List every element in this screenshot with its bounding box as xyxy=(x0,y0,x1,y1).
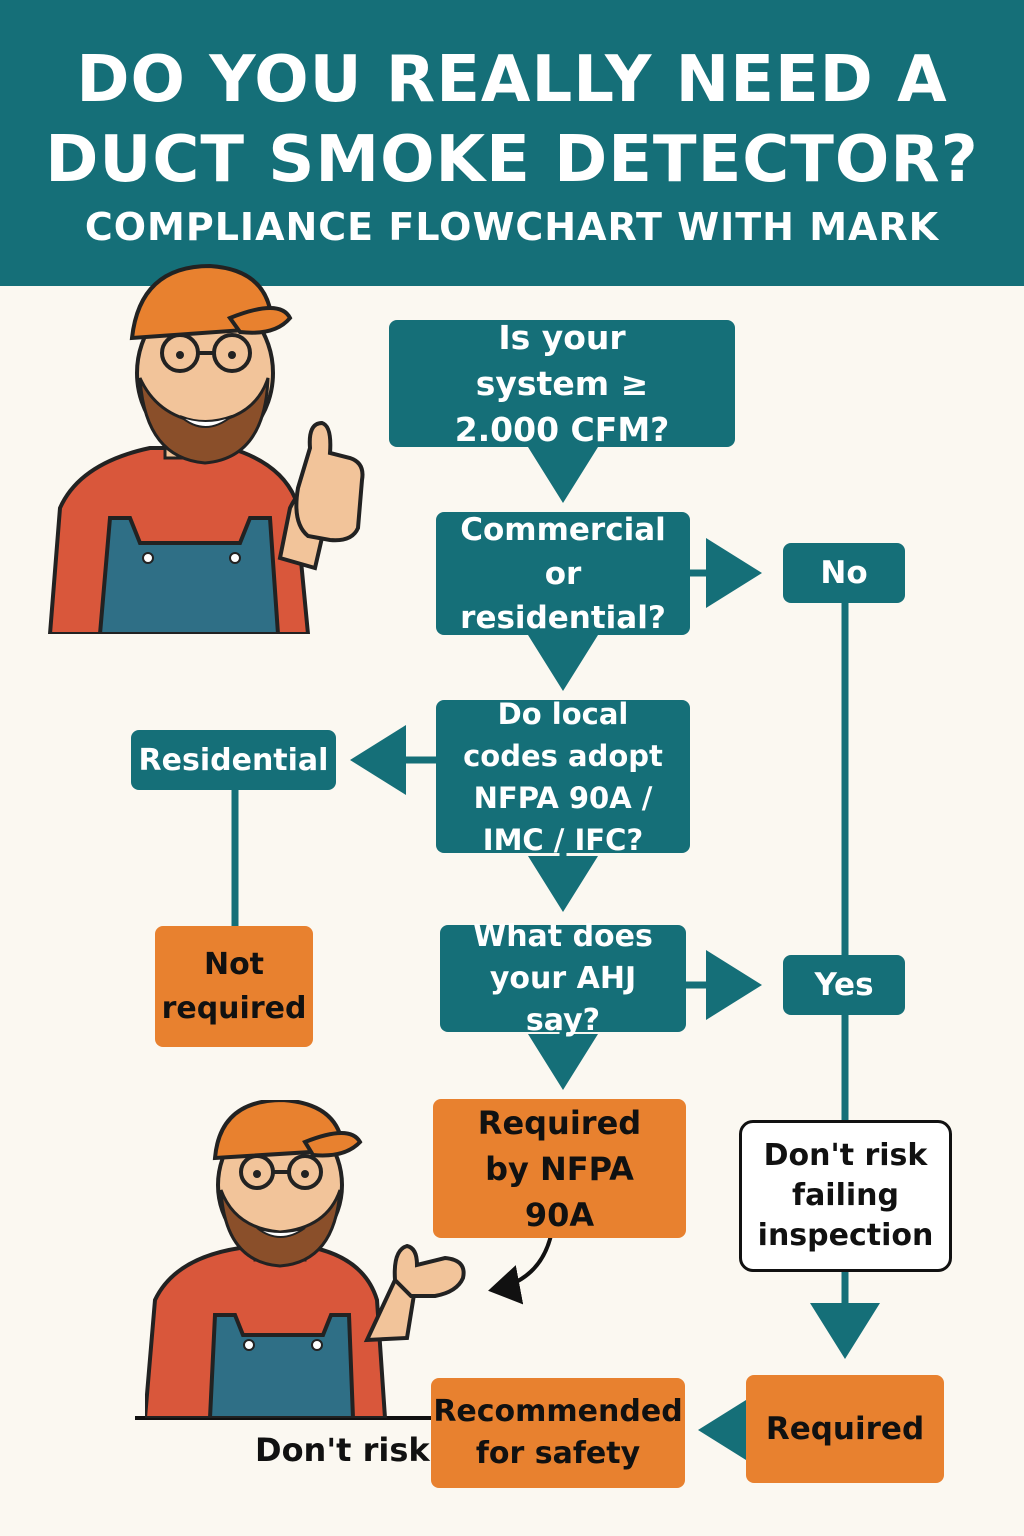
page-title-line1: DO YOU REALLY NEED A xyxy=(76,43,948,117)
page-subtitle: COMPLIANCE FLOWCHART WITH MARK xyxy=(84,205,940,249)
residential-box: Residential xyxy=(131,730,336,790)
no-box: No xyxy=(783,543,905,603)
dont-risk-caption: Don't risk xyxy=(255,1431,430,1469)
question-codes-box: Do local codes adopt NFPA 90A / IMC / IF… xyxy=(436,697,690,857)
mark-pointing-illustration xyxy=(145,1100,466,1418)
header-banner xyxy=(0,0,1024,286)
not-required-box: Not required xyxy=(155,926,313,1047)
question-cfm-box: Is your system ≥ 2.000 CFM? xyxy=(389,318,735,449)
recommended-box: Recommended for safety xyxy=(431,1378,685,1488)
question-ahj-box: What does your AHJ say? xyxy=(440,919,686,1038)
page-title-line2: DUCT SMOKE DETECTOR? xyxy=(45,123,979,197)
yes-box: Yes xyxy=(783,955,905,1015)
required-nfpa-box: Required by NFPA 90A xyxy=(433,1099,686,1238)
question-commercial-box: Commercial or residential? xyxy=(436,512,690,636)
required-box: Required xyxy=(746,1375,944,1483)
mark-thumbs-up-illustration xyxy=(47,263,365,634)
dont-risk-inspection-box: Don't risk failing inspection xyxy=(739,1120,952,1272)
